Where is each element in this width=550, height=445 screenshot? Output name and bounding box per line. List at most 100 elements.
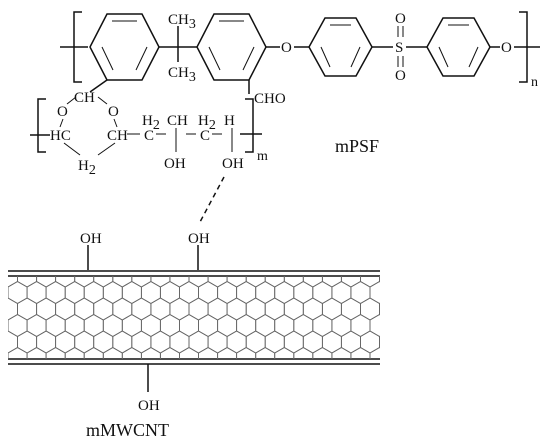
lattice-hexagon	[361, 364, 380, 386]
acetal-segment: CH O O HC CH H2 H2 C CH OH H2 C H OH m	[30, 90, 268, 223]
repeat-unit-m: m	[257, 149, 268, 164]
lattice-hexagon	[293, 346, 314, 359]
lattice-hexagon	[256, 249, 275, 271]
lattice-hexagon	[113, 364, 132, 386]
lattice-hexagon	[64, 313, 85, 338]
lattice-hexagon	[427, 348, 446, 370]
lattice-hexagon	[418, 265, 437, 287]
lattice-hexagon	[83, 313, 104, 338]
lattice-hexagon	[74, 297, 95, 321]
lattice-hexagon	[46, 381, 65, 403]
lattice-hexagon	[27, 249, 46, 271]
lattice-hexagon	[8, 249, 27, 271]
repeat-bracket-left	[73, 11, 82, 83]
lattice-hexagon	[321, 297, 342, 321]
lattice-hexagon	[418, 364, 437, 386]
lattice-hexagon	[331, 346, 352, 359]
lattice-hexagon	[45, 280, 66, 305]
mpsf-label: mPSF	[335, 136, 379, 156]
lattice-hexagon	[84, 249, 103, 271]
lattice-hexagon	[27, 381, 46, 403]
lattice-hexagon	[227, 364, 246, 386]
lattice-hexagon	[8, 346, 28, 359]
lattice-hexagon	[159, 346, 180, 359]
lattice-hexagon	[331, 313, 352, 338]
lattice-hexagon	[332, 381, 351, 403]
lattice-hexagon	[83, 280, 104, 305]
lattice-hexagon	[236, 280, 257, 305]
lattice-hexagon	[199, 249, 218, 271]
lattice-hexagon	[350, 313, 371, 338]
lattice-hexagon	[55, 330, 76, 354]
repeat-unit-n: n	[531, 75, 538, 90]
lattice-hexagon	[322, 364, 341, 386]
graphene-lattice	[8, 249, 465, 403]
lattice-hexagon	[131, 297, 152, 321]
lattice-hexagon	[160, 249, 179, 271]
repeat-bracket-right	[519, 11, 528, 83]
chain-ch-b: H	[224, 113, 235, 129]
ring-4-double-bond-c	[438, 46, 449, 68]
lattice-hexagon	[446, 315, 465, 337]
lattice-hexagon	[265, 364, 284, 386]
lattice-hexagon	[8, 297, 18, 321]
lattice-hexagon	[170, 364, 189, 386]
lattice-hexagon	[207, 297, 228, 321]
lattice-hexagon	[37, 364, 56, 386]
lattice-hexagon	[217, 346, 238, 359]
ring-3-double-bond-c	[320, 46, 331, 68]
lattice-hexagon	[437, 331, 456, 353]
lattice-hexagon	[340, 297, 361, 321]
ring-bond-oleft-hc	[59, 118, 64, 128]
lattice-hexagon	[274, 313, 295, 338]
lattice-hexagon	[427, 381, 446, 403]
ring-bond-ch-oleft	[66, 96, 77, 105]
ring-bond-ch-ch2	[97, 142, 116, 156]
lattice-hexagon	[46, 249, 65, 271]
lattice-hexagon	[284, 364, 303, 386]
lattice-hexagon	[75, 364, 94, 386]
lattice-hexagon	[188, 297, 209, 321]
lattice-hexagon	[188, 330, 209, 354]
chain-ch2-b: H2	[198, 113, 216, 133]
lattice-hexagon	[8, 381, 27, 403]
lattice-hexagon	[226, 330, 247, 354]
lattice-hexagon	[255, 313, 276, 338]
sulfonyl-oxygen-bottom: O	[395, 68, 406, 84]
lattice-hexagon	[36, 297, 57, 321]
benzene-ring-1	[89, 13, 160, 81]
lattice-hexagon	[141, 249, 160, 271]
lattice-hexagon	[93, 297, 114, 321]
repeat-bracket-m-right	[245, 98, 254, 153]
lattice-hexagon	[399, 364, 418, 386]
lattice-hexagon	[332, 249, 351, 271]
lattice-hexagon	[408, 348, 427, 370]
lattice-hexagon	[160, 381, 179, 403]
lattice-hexagon	[159, 280, 180, 305]
lattice-hexagon	[274, 280, 295, 305]
sulfonyl-oxygen-top: O	[395, 11, 406, 27]
lattice-hexagon	[437, 298, 456, 320]
lattice-hexagon	[340, 330, 361, 354]
ring-bond-ch-oright	[97, 96, 108, 105]
lattice-hexagon	[179, 346, 199, 359]
lattice-hexagon	[246, 364, 265, 386]
lattice-hexagon	[399, 298, 418, 320]
lattice-hexagon	[218, 381, 237, 403]
lattice-hexagon	[8, 286, 9, 299]
lattice-hexagon	[351, 381, 370, 403]
lattice-hexagon	[389, 315, 408, 337]
lattice-hexagon	[302, 297, 323, 321]
polymer-backbone: CH3 CH3 CHO O S O O	[60, 11, 540, 107]
lattice-hexagon	[350, 280, 371, 305]
lattice-hexagon	[418, 298, 437, 320]
lattice-hexagon	[56, 364, 75, 386]
lattice-hexagon	[369, 313, 380, 338]
lattice-hexagon	[245, 330, 266, 354]
tube-oh-bottom: OH	[138, 398, 160, 414]
lattice-hexagon	[122, 249, 141, 271]
mmwcnt-label: mMWCNT	[86, 420, 169, 440]
ring-4-double-bond-b	[468, 46, 479, 68]
lattice-hexagon	[370, 249, 389, 271]
lattice-hexagon	[236, 346, 257, 359]
